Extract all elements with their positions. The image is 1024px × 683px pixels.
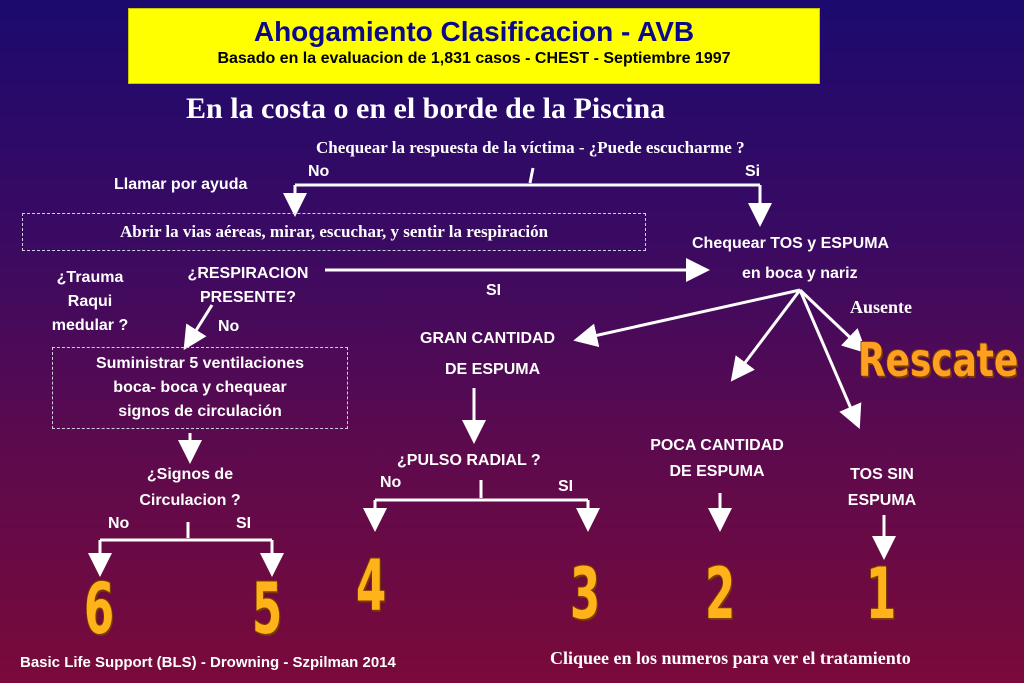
page-title: Ahogamiento Clasificacion - AVB — [253, 16, 695, 47]
great-foam-line2: DE ESPUMA — [445, 361, 541, 378]
ventilations-box: Suministrar 5 ventilaciones boca- boca y… — [52, 347, 348, 429]
open-airway-box: Abrir la vias aéreas, mirar, escuchar, y… — [22, 213, 646, 251]
label-absent: Ausente — [850, 297, 912, 317]
circulation-question: ¿Signos de Circulacion ? — [139, 466, 241, 509]
grade-6-link[interactable]: 6 — [84, 568, 115, 650]
title-box: Ahogamiento Clasificacion - AVB Basado e… — [128, 8, 820, 84]
grade-3-link[interactable]: 3 — [570, 553, 601, 635]
arrow-breathing-no — [183, 304, 214, 351]
great-foam-line1: GRAN CANTIDAD — [420, 330, 556, 347]
label-breathing-si: SI — [486, 282, 502, 299]
rescue-label: Rescate — [858, 333, 1019, 387]
section-heading: En la costa o en el borde de la Piscina — [186, 92, 666, 125]
grade-5-link[interactable]: 5 — [252, 568, 283, 650]
label-circ-si: SI — [236, 515, 252, 532]
footer-credit: Basic Life Support (BLS) - Drowning - Sz… — [20, 654, 396, 671]
no-foam-label: TOS SIN ESPUMA — [847, 466, 917, 509]
grade-2-link[interactable]: 2 — [705, 553, 736, 635]
branch-tick-top — [528, 167, 535, 184]
arrow-to-great-foam — [573, 288, 801, 348]
check-cough-line1: Chequear TOS y ESPUMA — [692, 235, 890, 252]
little-foam-label: POCA CANTIDAD DE ESPUMA — [650, 437, 784, 480]
arrow-to-little-foam — [730, 289, 802, 382]
label-breathing-no: No — [218, 318, 240, 335]
check-cough-line2: en boca y nariz — [742, 265, 858, 282]
label-call-help: Llamar por ayuda — [114, 176, 248, 193]
grade-1-link[interactable]: 1 — [866, 553, 897, 635]
label-no-top: No — [308, 163, 330, 180]
open-airway-text: Abrir la vias aéreas, mirar, escuchar, y… — [119, 222, 549, 241]
trauma-question: ¿Trauma Raqui medular ? — [51, 269, 129, 334]
arrow-to-no-foam — [798, 289, 862, 430]
breathing-question: ¿RESPIRACION PRESENTE? — [187, 265, 309, 306]
pulse-question: ¿PULSO RADIAL ? — [397, 452, 541, 469]
label-circ-no: No — [108, 515, 130, 532]
arrow-to-rescue — [798, 288, 867, 354]
page-subtitle: Basado en la evaluacion de 1,831 casos -… — [217, 50, 731, 67]
check-response-text: Chequear la respuesta de la víctima - ¿P… — [316, 138, 745, 157]
grade-4-link[interactable]: 4 — [356, 545, 387, 627]
label-pulse-si: SI — [558, 478, 574, 495]
label-si-top: Si — [745, 163, 761, 180]
footer-instruction: Cliquee en los numeros para ver el trata… — [550, 648, 911, 668]
label-pulse-no: No — [380, 474, 402, 491]
